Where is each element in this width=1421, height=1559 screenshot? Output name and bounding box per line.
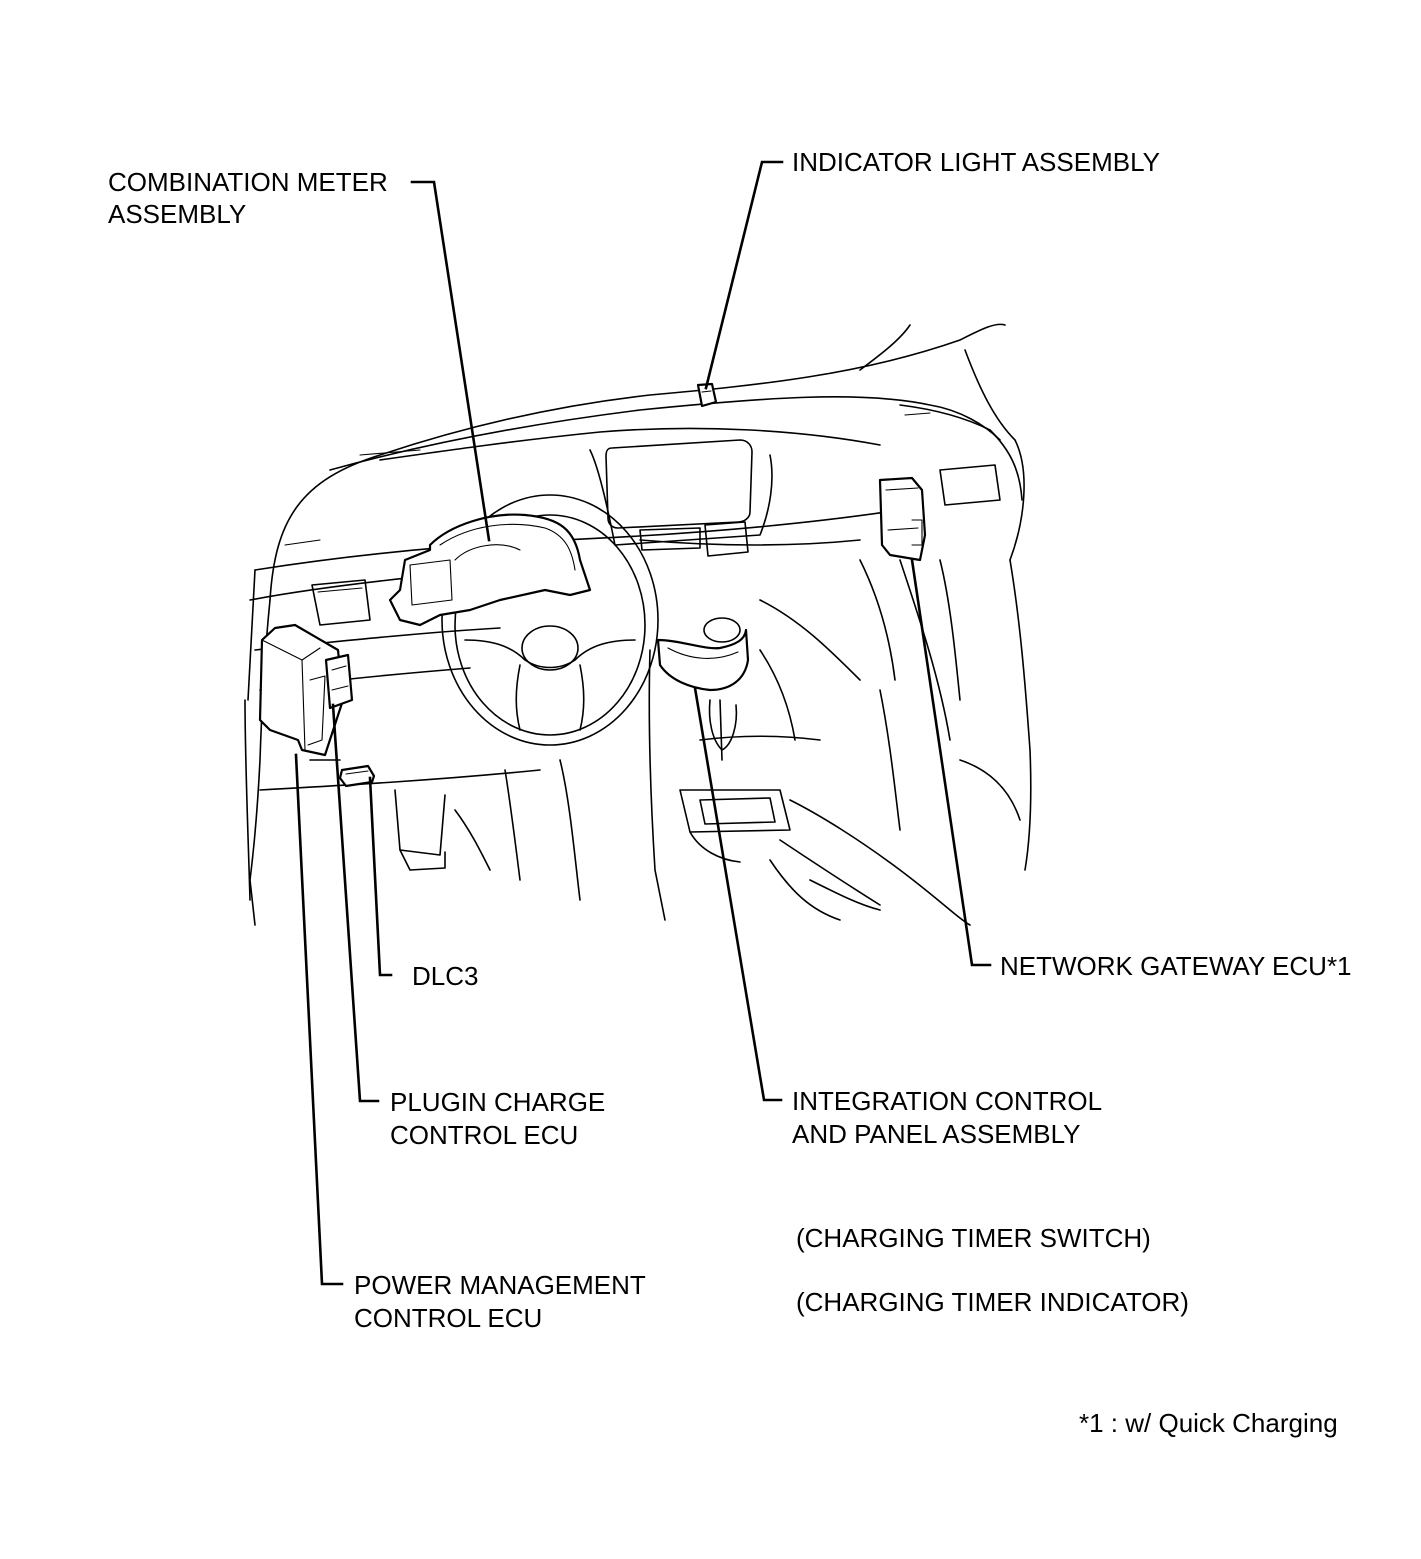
label-power-management-line1: POWER MANAGEMENT xyxy=(354,1270,646,1300)
label-network-gateway: NETWORK GATEWAY ECU*1 xyxy=(1000,951,1352,981)
combination-meter-part xyxy=(388,513,592,627)
dashboard-illustration xyxy=(244,323,1032,926)
label-plugin-charge-line2: CONTROL ECU xyxy=(390,1120,579,1150)
label-charging-timer-indicator: (CHARGING TIMER INDICATOR) xyxy=(796,1287,1189,1317)
label-charging-timer-switch: (CHARGING TIMER SWITCH) xyxy=(796,1223,1151,1253)
steering-wheel xyxy=(441,494,659,746)
leader-indicator-light xyxy=(704,160,784,390)
dlc3-part xyxy=(338,764,376,788)
label-integration-control-line1: INTEGRATION CONTROL xyxy=(792,1086,1103,1116)
label-combination-meter-line1: COMBINATION METER xyxy=(108,167,388,197)
leader-power-management xyxy=(294,753,344,1286)
leader-network-gateway xyxy=(910,558,992,967)
network-gateway-part xyxy=(878,476,927,562)
label-integration-control-line2: AND PANEL ASSEMBLY xyxy=(792,1119,1081,1149)
label-indicator-light: INDICATOR LIGHT ASSEMBLY xyxy=(792,147,1160,177)
leader-combination-meter xyxy=(410,180,491,542)
ecu-stack-part xyxy=(258,623,354,757)
leader-lines xyxy=(294,160,992,1286)
leader-dlc3 xyxy=(368,776,393,977)
footnote: *1 : w/ Quick Charging xyxy=(1079,1408,1338,1438)
leader-integration-control xyxy=(693,686,783,1102)
label-dlc3: DLC3 xyxy=(412,961,479,991)
label-combination-meter-line2: ASSEMBLY xyxy=(108,199,247,229)
label-plugin-charge-line1: PLUGIN CHARGE xyxy=(390,1087,606,1117)
label-power-management-line2: CONTROL ECU xyxy=(354,1303,543,1333)
leader-plugin-charge xyxy=(331,703,380,1103)
integration-control-part xyxy=(656,617,750,692)
